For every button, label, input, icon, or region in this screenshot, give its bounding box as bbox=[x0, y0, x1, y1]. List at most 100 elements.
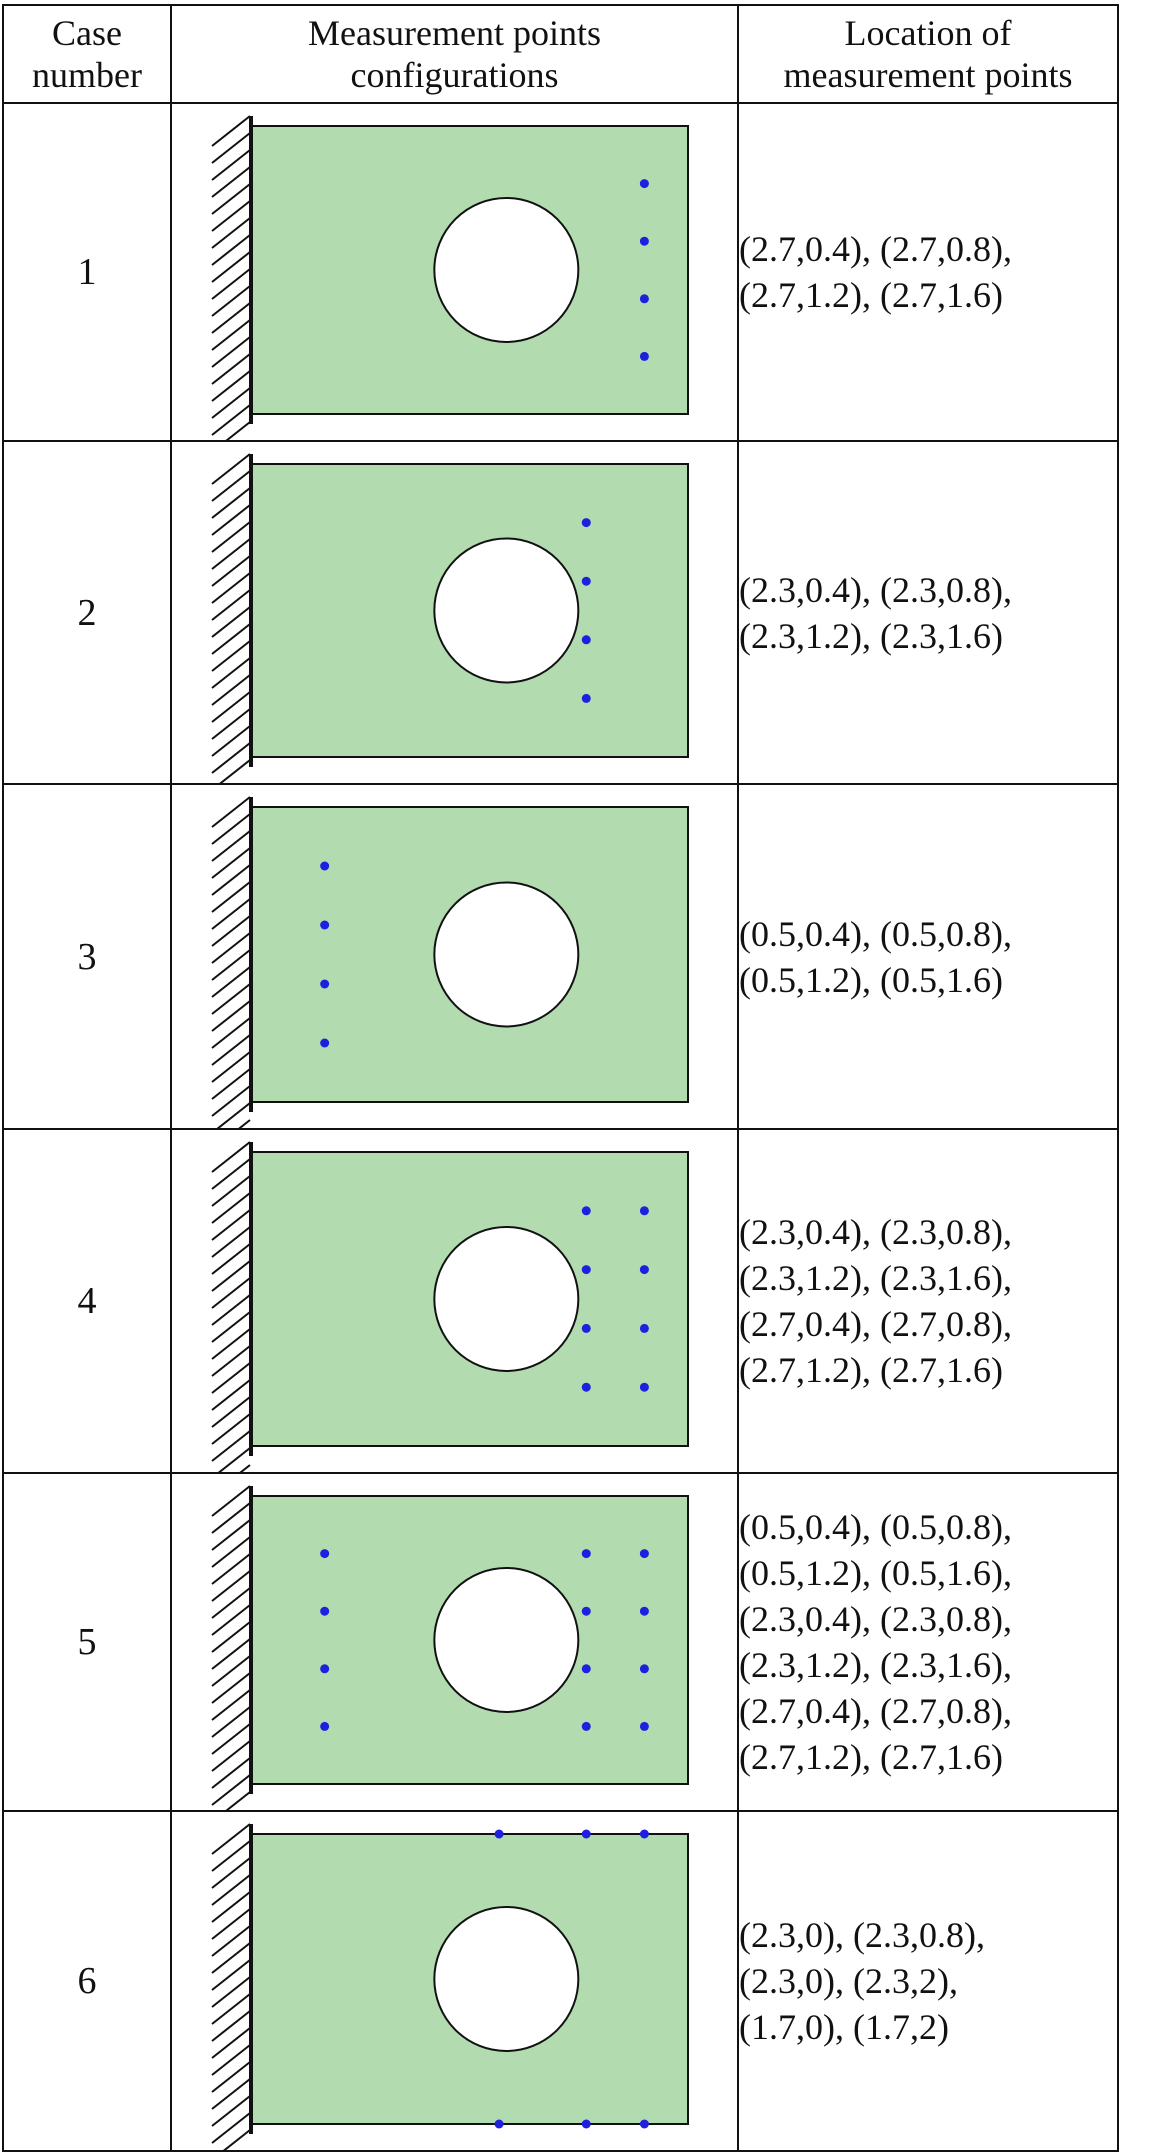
measurement-table-container: Case number Measurement points configura… bbox=[2, 4, 1119, 2152]
plate-hole bbox=[433, 1567, 580, 1713]
fixed-support-hatch bbox=[211, 1141, 251, 1472]
table-row: 6 (2.3,0), (2.3,0.8),(2.3,0), (2.3,2),(1.… bbox=[2, 1810, 1119, 2152]
fixed-support-hatch bbox=[211, 115, 251, 440]
case-number: 2 bbox=[2, 440, 172, 785]
measurement-table: Case number Measurement points configura… bbox=[2, 4, 1119, 2152]
location-line: (2.3,1.2), (2.3,1.6), bbox=[739, 1258, 1012, 1298]
measurement-point bbox=[639, 1265, 649, 1275]
location-line: (2.3,1.2), (2.3,1.6) bbox=[739, 615, 1003, 656]
header-locations: Location of measurement points bbox=[737, 4, 1119, 104]
fixed-support-hatch bbox=[211, 1823, 251, 2150]
measurement-point bbox=[639, 1382, 649, 1392]
header-configurations: Measurement points configurations bbox=[170, 4, 739, 104]
location-line: (2.3,0.4), (2.3,0.8), bbox=[739, 1599, 1012, 1639]
case-number: 5 bbox=[2, 1472, 172, 1812]
measurement-point bbox=[320, 1038, 330, 1048]
measurement-point bbox=[639, 2119, 649, 2129]
measurement-point bbox=[639, 351, 649, 361]
location-line: (2.7,1.2), (2.7,1.6) bbox=[739, 1350, 1003, 1390]
location-line: (0.5,0.4), (0.5,0.8), bbox=[739, 913, 1012, 954]
measurement-point bbox=[639, 1721, 649, 1731]
measurement-point bbox=[320, 1549, 330, 1559]
header-case-number: Case number bbox=[2, 4, 172, 104]
location-line: (2.7,0.4), (2.7,0.8), bbox=[739, 229, 1012, 269]
location-line: (2.3,1.2), (2.3,1.6), bbox=[739, 1645, 1012, 1685]
measurement-point bbox=[581, 1323, 591, 1333]
location-line: (2.7,0.4), (2.7,0.8), bbox=[739, 1304, 1012, 1344]
location-list: (2.7,0.4), (2.7,0.8), (2.7,1.2), (2.7,1.6… bbox=[737, 102, 1119, 442]
measurement-point bbox=[581, 693, 591, 703]
configuration-figure-cell bbox=[170, 1128, 739, 1474]
location-line: (0.5,1.2), (0.5,1.6) bbox=[739, 959, 1003, 1000]
measurement-point bbox=[320, 1664, 330, 1674]
header-config-line-2: configurations bbox=[350, 55, 559, 95]
plate-hole bbox=[433, 1226, 580, 1372]
table-row: 5 (0.5,0.4), (0.5,0.8), (0.5,1.2), (0.5,1.… bbox=[2, 1472, 1119, 1812]
plate-diagram bbox=[211, 115, 689, 440]
measurement-point bbox=[639, 236, 649, 246]
measurement-point bbox=[639, 1323, 649, 1333]
measurement-point bbox=[494, 2119, 504, 2129]
measurement-point bbox=[581, 518, 591, 528]
measurement-point bbox=[581, 1606, 591, 1616]
table-row: 3 (0.5,0.4), (0.5,0.8), (0.5,1.2), (0.5,1.… bbox=[2, 783, 1119, 1130]
measurement-point bbox=[639, 1606, 649, 1616]
measurement-point bbox=[320, 979, 330, 989]
configuration-figure-cell bbox=[170, 440, 739, 785]
location-line: (0.5,1.2), (0.5,1.6), bbox=[739, 1553, 1012, 1593]
measurement-point bbox=[320, 1721, 330, 1731]
measurement-point bbox=[639, 294, 649, 304]
fixed-support-hatch bbox=[211, 796, 251, 1128]
measurement-point bbox=[639, 1549, 649, 1559]
location-list: (2.3,0.4), (2.3,0.8),(2.3,1.2), (2.3,1.6… bbox=[737, 1128, 1119, 1474]
header-case-line-1: Case bbox=[52, 13, 122, 53]
location-line: (2.3,0), (2.3,0.8), bbox=[739, 1915, 985, 1955]
case-number: 1 bbox=[2, 102, 172, 442]
plate-diagram bbox=[211, 453, 689, 783]
measurement-point bbox=[581, 1549, 591, 1559]
table-row: 4 (2.3,0.4), (2.3,0.8),(2.3,1.2), (2.3,1.… bbox=[2, 1128, 1119, 1474]
table-row: 2 (2.3,0.4), (2.3,0.8), (2.3,1.2), (2.3,1.… bbox=[2, 440, 1119, 785]
measurement-point bbox=[581, 1721, 591, 1731]
header-config-line-1: Measurement points bbox=[308, 13, 601, 53]
header-location-line-1: Location of bbox=[844, 13, 1012, 53]
case-number: 3 bbox=[2, 783, 172, 1130]
measurement-point bbox=[581, 576, 591, 586]
measurement-point bbox=[494, 1829, 504, 1839]
fixed-support-hatch bbox=[211, 453, 251, 783]
measurement-point bbox=[320, 861, 330, 871]
header-row: Case number Measurement points configura… bbox=[2, 4, 1119, 104]
location-line: (2.3,0.4), (2.3,0.8), bbox=[739, 569, 1012, 610]
case-number: 6 bbox=[2, 1810, 172, 2152]
measurement-point bbox=[581, 1206, 591, 1216]
plate-diagram bbox=[211, 796, 689, 1128]
measurement-point bbox=[639, 1829, 649, 1839]
measurement-point bbox=[639, 179, 649, 189]
location-line: (1.7,0), (1.7,2) bbox=[739, 2007, 949, 2047]
plate-diagram bbox=[211, 1485, 689, 1810]
configuration-figure-cell bbox=[170, 783, 739, 1130]
plate-hole bbox=[433, 881, 580, 1028]
location-line: (2.7,1.2), (2.7,1.6) bbox=[739, 275, 1003, 315]
plate-diagram bbox=[211, 1823, 689, 2150]
plate-hole bbox=[433, 197, 580, 343]
header-location-line-2: measurement points bbox=[783, 55, 1073, 95]
measurement-point bbox=[320, 1606, 330, 1616]
measurement-point bbox=[581, 635, 591, 645]
location-list: (0.5,0.4), (0.5,0.8), (0.5,1.2), (0.5,1.6… bbox=[737, 783, 1119, 1130]
measurement-point bbox=[581, 1382, 591, 1392]
location-line: (0.5,0.4), (0.5,0.8), bbox=[739, 1507, 1012, 1547]
configuration-figure-cell bbox=[170, 102, 739, 442]
configuration-figure-cell bbox=[170, 1810, 739, 2152]
location-list: (2.3,0), (2.3,0.8),(2.3,0), (2.3,2),(1.7… bbox=[737, 1810, 1119, 2152]
fixed-support-hatch bbox=[211, 1485, 251, 1810]
case-number: 4 bbox=[2, 1128, 172, 1474]
plate-hole bbox=[433, 1906, 580, 2052]
measurement-point bbox=[581, 1265, 591, 1275]
plate-diagram bbox=[211, 1141, 689, 1472]
configuration-figure-cell bbox=[170, 1472, 739, 1812]
measurement-point bbox=[581, 2119, 591, 2129]
header-case-line-2: number bbox=[32, 55, 142, 95]
location-list: (2.3,0.4), (2.3,0.8), (2.3,1.2), (2.3,1.6… bbox=[737, 440, 1119, 785]
location-line: (2.7,1.2), (2.7,1.6) bbox=[739, 1737, 1003, 1777]
